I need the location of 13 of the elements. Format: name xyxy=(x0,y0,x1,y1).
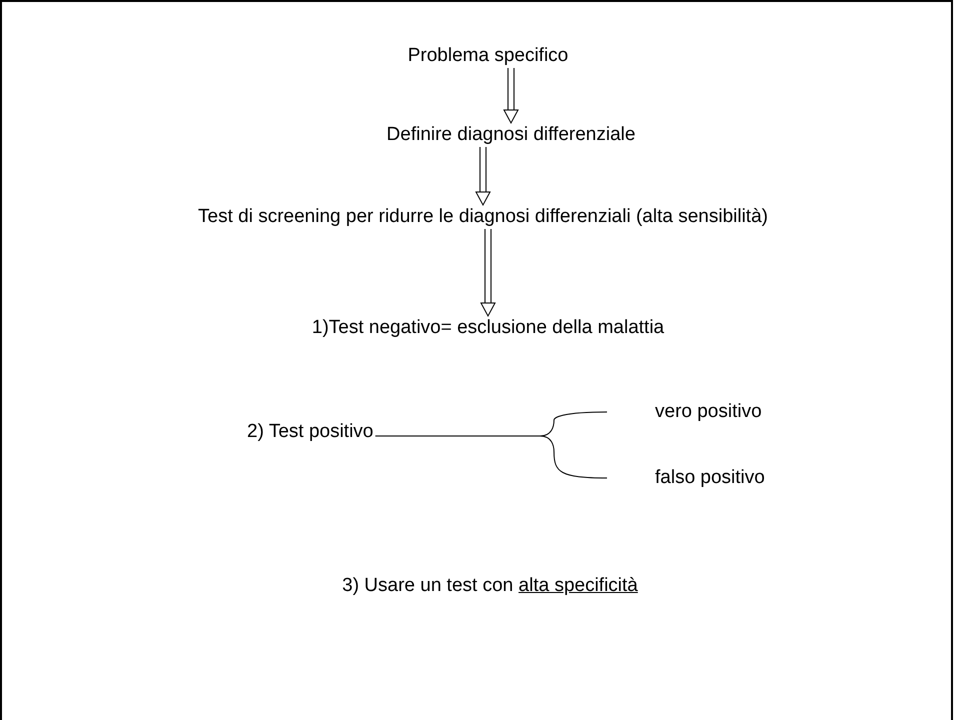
step-text: Definire diagnosi differenziale xyxy=(360,123,662,147)
outcome-text: 2) Test positivo xyxy=(247,420,374,444)
outcome-text: falso positivo xyxy=(607,466,777,490)
hollow-arrow xyxy=(480,228,496,316)
outcome-text: 1)Test negativo= esclusione della malattia xyxy=(310,316,666,340)
hollow-arrow xyxy=(476,146,490,206)
emphasis-text: alta specificità xyxy=(518,574,638,598)
outcome-text: vero positivo xyxy=(607,400,777,424)
recommendation-text: 3) Usare un test con xyxy=(342,574,514,598)
step-text: Test di screening per ridurre le diagnosi differenziali (alta sensibilità) xyxy=(100,205,866,229)
step-text: Problema specifico xyxy=(375,44,601,68)
brace-connector xyxy=(374,436,608,478)
hollow-arrow xyxy=(504,68,518,124)
